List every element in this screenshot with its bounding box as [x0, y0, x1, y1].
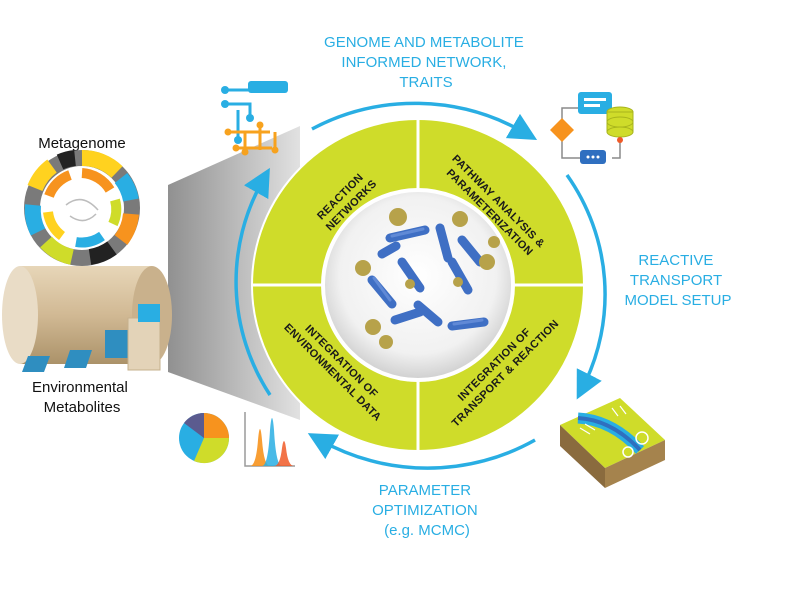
- arrow-top: [311, 101, 538, 141]
- arrow-left: [234, 167, 272, 396]
- environmental-tank-icon: [2, 266, 172, 372]
- peak-chart-icon: [244, 412, 295, 467]
- label-parameter-optimization: PARAMETER OPTIMIZATION (e.g. MCMC): [372, 482, 482, 539]
- label-environmental-metabolites: Environmental Metabolites: [32, 379, 132, 416]
- terrain-block-icon: [560, 398, 665, 488]
- microbe-illustration: [355, 208, 500, 349]
- flowchart-database-icon: [550, 92, 634, 164]
- label-reactive-transport: REACTIVE TRANSPORT MODEL SETUP: [625, 252, 732, 309]
- arrow-bottom: [307, 433, 536, 470]
- metagenome-ring-icon: [24, 149, 140, 266]
- cycle-arrows: [234, 101, 607, 470]
- pie-chart-icon: [179, 413, 230, 464]
- label-genome-metabolite: GENOME AND METABOLITE INFORMED NETWORK, …: [324, 34, 528, 91]
- arrow-right: [565, 173, 607, 400]
- label-metagenome: Metagenome: [38, 135, 126, 152]
- network-diagram-icon: [221, 81, 288, 156]
